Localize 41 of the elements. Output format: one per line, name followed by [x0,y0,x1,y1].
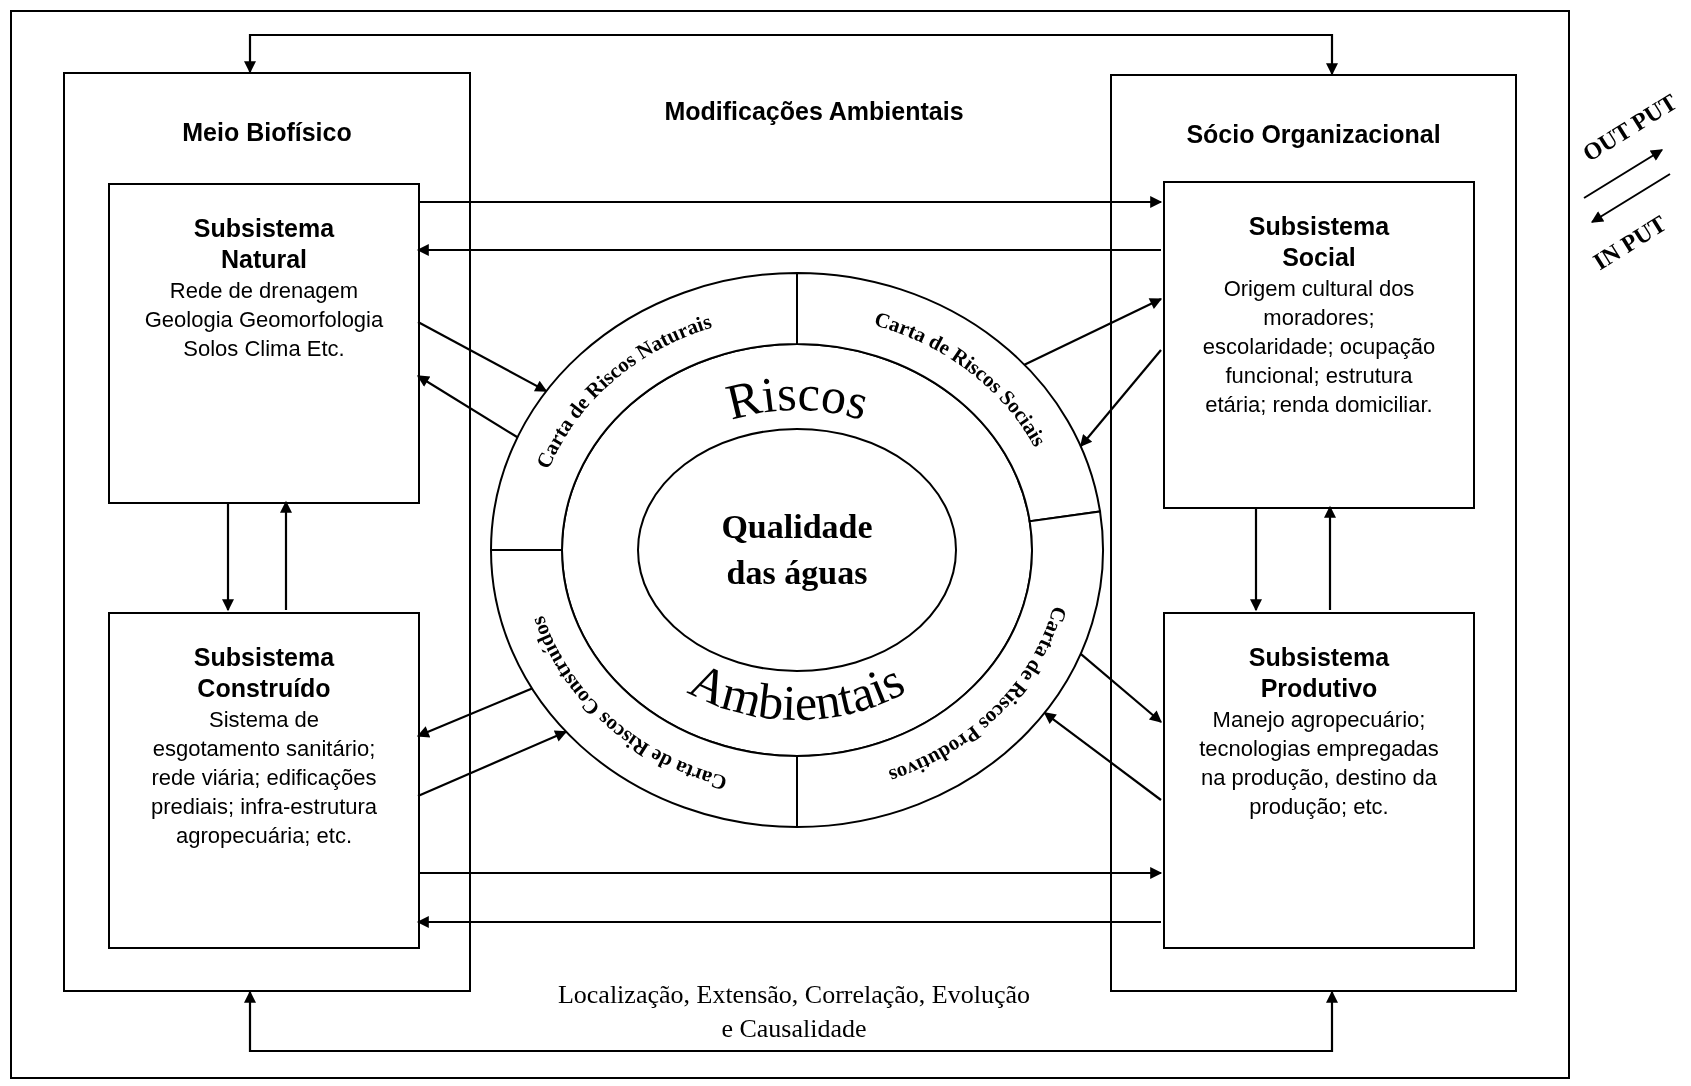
arrow [222,502,234,612]
box-heading: Subsistema Natural [192,213,336,276]
arrow [417,321,548,393]
ring-label: Riscos [720,364,875,431]
subsystem-box [108,183,420,504]
arrow [417,375,519,439]
arrow [416,916,1161,928]
arrow [280,500,292,610]
arrow [1250,507,1262,612]
subsystem-box [1163,612,1475,949]
group-heading: Meio Biofísico [181,118,353,147]
group-box [1110,74,1517,992]
subsystem-box [1163,181,1475,509]
box-heading: Subsistema Produtivo [1247,642,1391,705]
arrow [418,196,1163,208]
arrow [418,867,1163,879]
io-label: OUT PUT [1577,87,1683,169]
box-heading: Subsistema Social [1247,211,1391,274]
diagram-title-label: Modificações Ambientais [663,96,965,126]
arrow [1080,652,1162,723]
group-box [63,72,471,992]
arrow [244,33,1338,76]
arrow [416,244,1161,256]
box-text: Manejo agropecuário; tecnologias empregadas na produção, destino da produção; etc. [1199,705,1439,821]
arrow [1023,298,1163,366]
box-text: Rede de drenagem Geologia Geomorfologia Solos Clima Etc. [144,276,384,363]
arrow [1043,711,1162,801]
box-text: Origem cultural dos moradores; escolaridade; ocupação funcional; estrutura etária; renda domiciliar. [1201,274,1437,419]
arrow [1079,349,1162,448]
arrow [1324,505,1336,610]
ellipse-label: Qualidade das águas [720,507,874,593]
box-text: Sistema de esgotamento sanitário; rede viária; edificações prediais; infra-estrutura agropecuária; etc. [149,705,379,850]
box-heading: Subsistema Construído [192,642,336,705]
io-label: IN PUT [1587,209,1672,277]
diagram-note: Localização, Extensão, Correlação, Evolução e Causalidade [556,979,1032,1045]
arrow [416,687,533,738]
arrow [417,730,568,797]
group-heading: Sócio Organizacional [1185,120,1442,149]
arrow [244,990,1338,1053]
subsystem-box [108,612,420,949]
ring-label: Ambientais [681,651,913,732]
